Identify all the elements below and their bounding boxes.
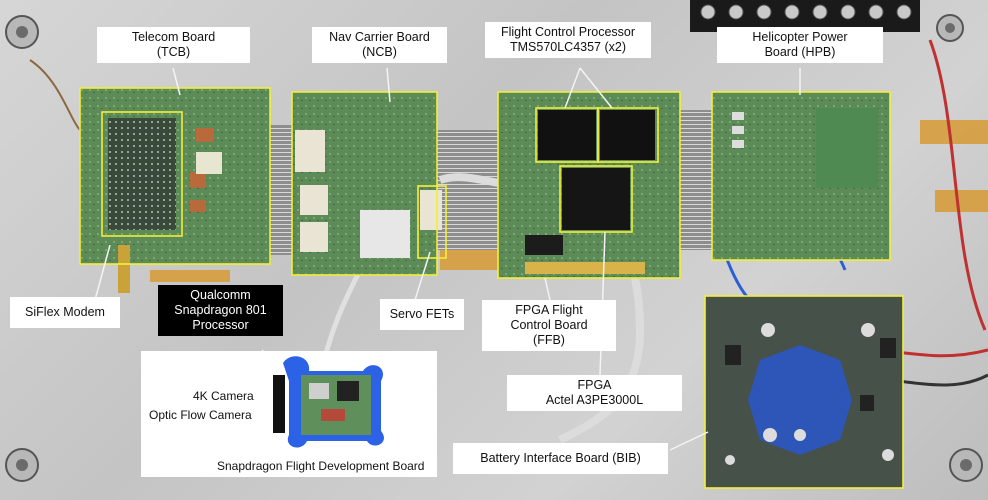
snapdragon-board-label: Snapdragon Flight Development Board bbox=[217, 459, 425, 473]
camera-4k-label: 4K Camera bbox=[193, 389, 254, 403]
snapdragon-inset: 4K Camera Optic Flow Camera Snapdragon F… bbox=[141, 351, 437, 477]
bib-label: Battery Interface Board (BIB) bbox=[453, 443, 668, 474]
optic-flow-camera-label: Optic Flow Camera bbox=[149, 408, 252, 422]
tcb-label: Telecom Board(TCB) bbox=[97, 27, 250, 63]
servo-fets-label: Servo FETs bbox=[380, 299, 464, 330]
highlight-outlines bbox=[79, 87, 904, 489]
snapdragon-board-illustration bbox=[273, 356, 384, 448]
siflex-label: SiFlex Modem bbox=[10, 297, 120, 328]
ncb-label: Nav Carrier Board(NCB) bbox=[312, 27, 447, 63]
